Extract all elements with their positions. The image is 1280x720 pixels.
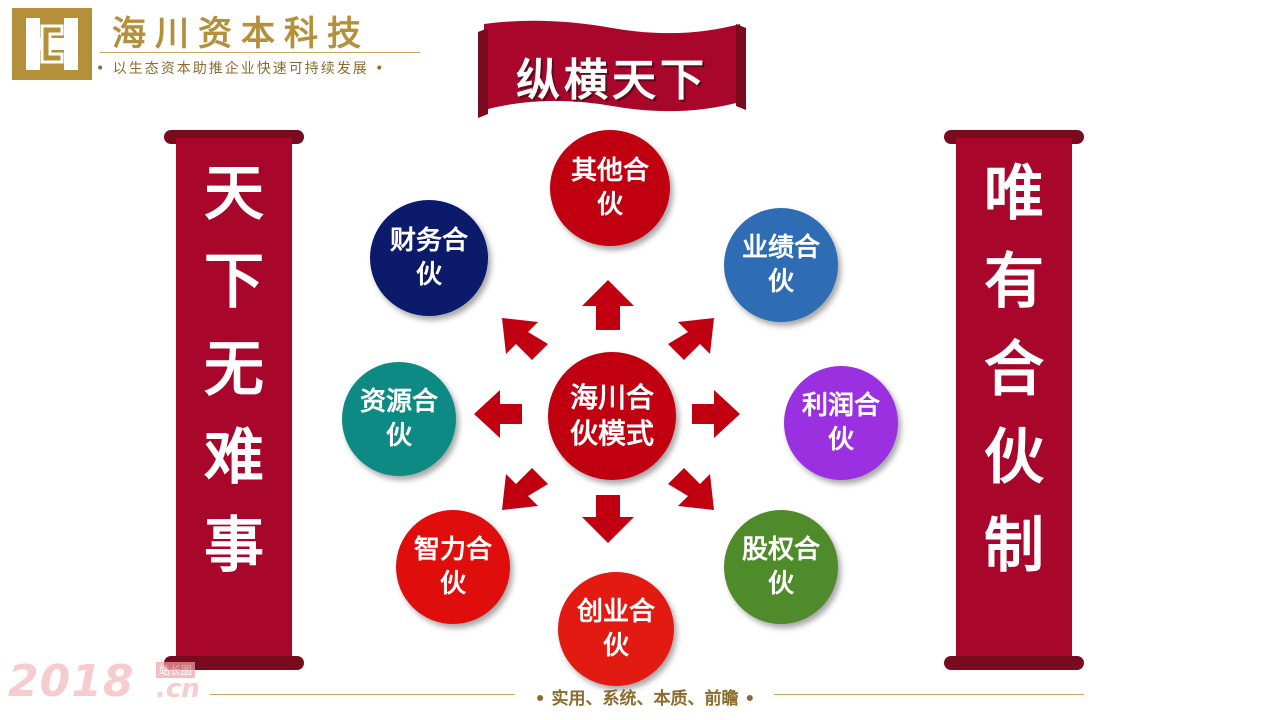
partner-label: 股权合伙 xyxy=(741,535,820,599)
left-scroll-text: 天 下 无 难 事 xyxy=(164,150,304,590)
partner-label: 创业合伙 xyxy=(576,597,655,661)
partner-label: 财务合伙 xyxy=(389,226,468,290)
title-banner xyxy=(478,20,746,118)
scroll-char: 天 xyxy=(204,159,264,229)
watermark-domain: .cn xyxy=(156,674,200,704)
arrow-up-icon xyxy=(582,280,634,330)
partner-label: 业绩合伙 xyxy=(741,233,820,297)
center-circle: 海川合伙模式 xyxy=(548,352,676,480)
arrow-left-icon xyxy=(474,390,522,438)
logo-divider xyxy=(100,52,420,53)
watermark-number: 2018 xyxy=(8,656,135,707)
arrow-down-icon xyxy=(582,495,634,543)
scroll-char: 无 xyxy=(204,335,264,405)
scroll-char: 合 xyxy=(984,335,1044,405)
arrow-up-left-icon xyxy=(502,318,548,360)
center-circle-label: 海川合伙模式 xyxy=(569,381,654,450)
partner-circle-equity: 股权合伙 xyxy=(724,510,838,624)
arrow-up-right-icon xyxy=(668,318,714,360)
scroll-char: 唯 xyxy=(984,159,1044,229)
scroll-char: 制 xyxy=(984,511,1044,581)
arrow-right-icon xyxy=(692,390,740,438)
arrow-down-left-icon xyxy=(502,468,548,510)
scroll-char: 有 xyxy=(984,247,1044,317)
right-scroll xyxy=(944,130,1084,670)
watermark-tag: 站长图 xyxy=(156,662,195,678)
partner-label: 其他合伙 xyxy=(570,156,649,220)
partner-circle-resource: 资源合伙 xyxy=(342,362,456,476)
company-logo-icon xyxy=(12,8,92,80)
partner-circle-profit: 利润合伙 xyxy=(784,366,898,480)
partner-circle-intellect: 智力合伙 xyxy=(396,510,510,624)
right-scroll-text: 唯 有 合 伙 制 xyxy=(944,150,1084,590)
left-scroll xyxy=(164,130,304,670)
partner-label: 利润合伙 xyxy=(801,391,880,455)
partner-label: 智力合伙 xyxy=(413,535,492,599)
partner-circle-startup: 创业合伙 xyxy=(558,572,674,686)
footer-divider-left xyxy=(210,694,515,695)
scroll-char: 难 xyxy=(204,423,264,493)
arrow-down-right-icon xyxy=(668,468,714,510)
company-name: 海川资本科技 xyxy=(112,14,370,54)
page-title: 纵横天下 xyxy=(516,55,708,106)
scroll-char: 伙 xyxy=(984,423,1044,493)
scroll-char: 下 xyxy=(204,247,264,317)
partner-circle-other: 其他合伙 xyxy=(550,130,670,246)
scroll-char: 事 xyxy=(204,511,264,581)
company-slogan: • 以生态资本助推企业快速可持续发展 • xyxy=(96,61,386,77)
partner-circle-finance: 财务合伙 xyxy=(370,200,488,316)
partner-circle-performance: 业绩合伙 xyxy=(724,208,838,322)
footer-divider-right xyxy=(774,694,1084,695)
footer-tagline: • 实用、系统、本质、前瞻 • xyxy=(534,689,756,709)
partner-label: 资源合伙 xyxy=(359,387,438,451)
